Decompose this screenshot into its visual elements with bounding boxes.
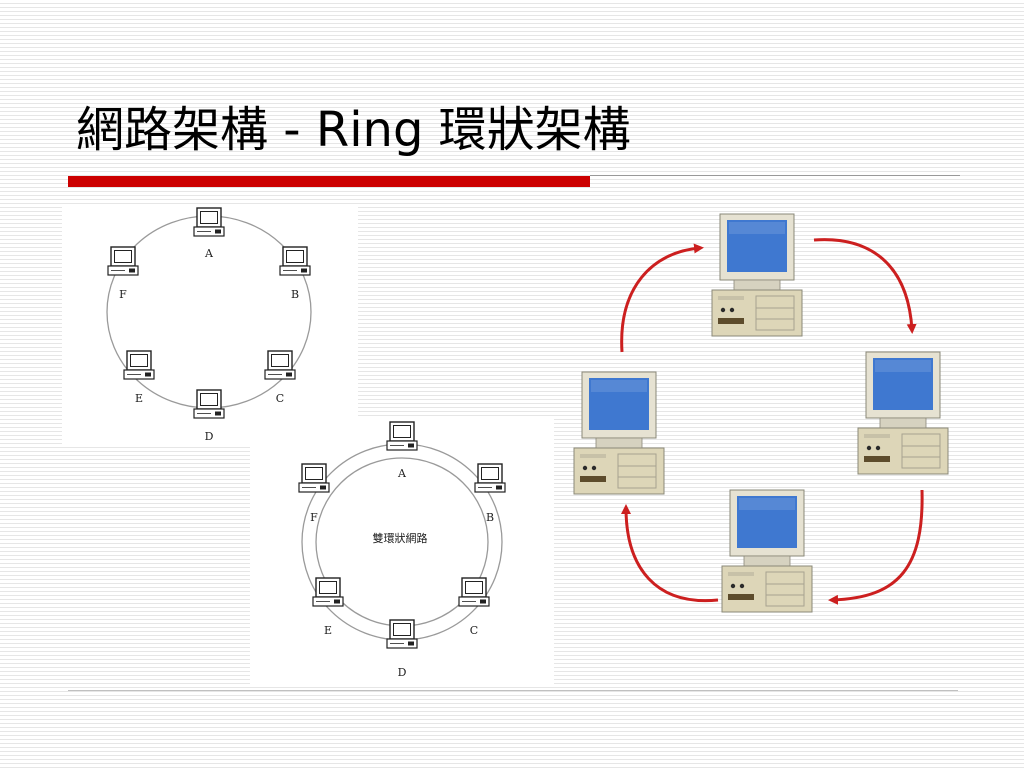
workstation-icon-a: [193, 207, 225, 237]
title-underline: [68, 176, 590, 187]
node-label-c: C: [470, 624, 478, 637]
single-ring-diagram: A B C D E F: [62, 206, 358, 446]
node-label-c: C: [276, 392, 284, 405]
node-label-f: F: [119, 288, 127, 301]
node-label-d: D: [398, 666, 407, 679]
data-flow-arrow-bottom-left: [621, 504, 719, 603]
workstation-icon-f: [298, 463, 330, 493]
workstation-icon-a: [386, 421, 418, 451]
data-flow-arrow-top-right: [813, 238, 917, 334]
title-underline-thin: [590, 175, 960, 176]
dual-ring-diagram: 雙環狀網路 A B C D E F: [250, 416, 554, 686]
desktop-computer-top: [711, 213, 803, 337]
dual-ring-svg: 雙環狀網路 A B C D E F: [298, 421, 506, 679]
workstation-icon-e: [123, 350, 155, 380]
data-flow-arrow-top-left: [620, 243, 704, 353]
node-label-e: E: [324, 624, 332, 637]
node-label-d: D: [205, 430, 214, 443]
node-label-a: A: [204, 247, 214, 260]
workstation-icon-d: [193, 389, 225, 419]
node-label-e: E: [135, 392, 143, 405]
node-label-a: A: [397, 467, 407, 480]
workstation-icon-f: [107, 246, 139, 276]
workstation-icon-d: [386, 619, 418, 649]
workstation-icon-b: [279, 246, 311, 276]
data-flow-ring-diagram: [560, 196, 980, 636]
desktop-computer-bottom: [721, 489, 813, 613]
node-label-f: F: [310, 511, 318, 524]
dual-ring-center-label: 雙環狀網路: [373, 531, 428, 545]
slide-title: 網路架構 - Ring 環狀架構: [76, 102, 631, 158]
desktop-computer-left: [573, 371, 665, 495]
workstation-icon-c: [264, 350, 296, 380]
data-flow-arrow-bottom-right: [828, 489, 924, 605]
workstation-icon-e: [312, 577, 344, 607]
footer-rule: [68, 690, 958, 691]
data-flow-ring-svg: [573, 213, 949, 613]
node-label-b: B: [291, 288, 299, 301]
desktop-computer-right: [857, 351, 949, 475]
workstation-icon-c: [458, 577, 490, 607]
workstation-icon-b: [474, 463, 506, 493]
node-label-b: B: [486, 511, 494, 524]
single-ring-svg: A B C D E F: [106, 207, 312, 443]
